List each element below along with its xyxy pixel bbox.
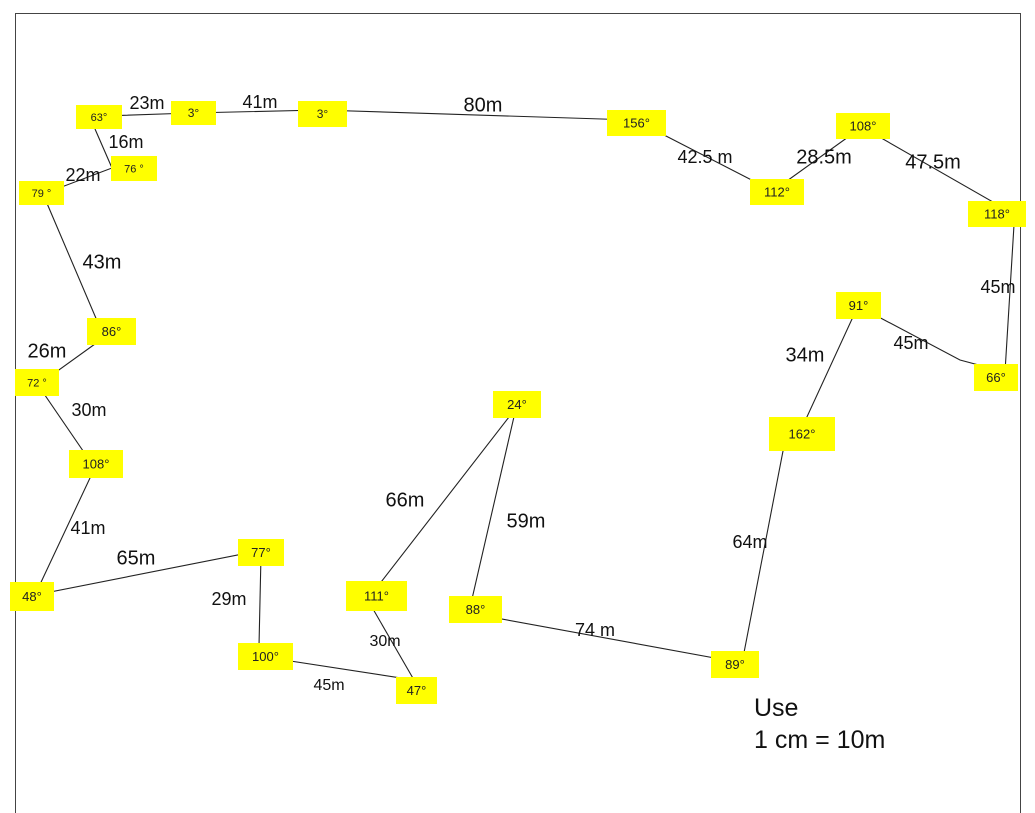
leg-length-label: 41m bbox=[242, 92, 277, 112]
station-angle-label: 111° bbox=[346, 581, 407, 611]
station-angle-text: 89° bbox=[725, 657, 745, 672]
station-box bbox=[15, 369, 59, 396]
station-angle-label: 89° bbox=[711, 651, 759, 678]
station-angle-text: 88° bbox=[466, 602, 486, 617]
station-box bbox=[238, 539, 284, 566]
scale-note-line2: 1 cm = 10m bbox=[754, 726, 886, 754]
station-angle-text: 118° bbox=[984, 206, 1010, 221]
station-angle-label: 100° bbox=[238, 643, 293, 670]
station-box bbox=[449, 596, 502, 623]
station-box bbox=[607, 110, 666, 136]
leg-length-label: 28.5m bbox=[796, 146, 852, 168]
station-angle-label: 108° bbox=[836, 113, 890, 139]
station-angle-text: 108° bbox=[83, 456, 110, 471]
station-angle-text: 24° bbox=[507, 397, 527, 412]
station-angle-label: 3° bbox=[171, 101, 216, 125]
leg-length-label: 47.5m bbox=[905, 151, 961, 173]
leg-length-label: 42.5 m bbox=[677, 147, 732, 167]
leg-length-label: 80m bbox=[464, 94, 503, 116]
station-angle-text: 111° bbox=[364, 588, 389, 603]
station-angle-label: 86° bbox=[87, 318, 136, 345]
station-angle-text: 77° bbox=[251, 545, 271, 560]
station-angle-label: 47° bbox=[396, 677, 437, 704]
station-box bbox=[87, 318, 136, 345]
station-angle-label: 118° bbox=[968, 201, 1026, 227]
station-box bbox=[19, 181, 64, 205]
leg-length-label: 45m bbox=[893, 333, 928, 353]
station-box bbox=[711, 651, 759, 678]
leg-length-label: 26m bbox=[28, 340, 67, 362]
leg-length-label: 30m bbox=[71, 400, 106, 420]
station-box bbox=[346, 581, 407, 611]
station-box bbox=[750, 179, 804, 205]
station-angle-label: 77° bbox=[238, 539, 284, 566]
station-angle-text: 47° bbox=[407, 683, 427, 698]
station-angle-text: 3° bbox=[188, 106, 200, 120]
leg-length-label: 74 m bbox=[575, 620, 615, 640]
station-angle-label: 76 ° bbox=[111, 156, 157, 181]
station-angle-text: 66° bbox=[986, 370, 1006, 385]
station-box bbox=[836, 292, 881, 319]
station-angle-label: 24° bbox=[493, 391, 541, 418]
station-angle-label: 66° bbox=[974, 364, 1018, 391]
leg-length-label: 41m bbox=[70, 518, 105, 538]
station-box bbox=[171, 101, 216, 125]
leg-length-label: 30m bbox=[369, 633, 400, 650]
station-angle-label: 112° bbox=[750, 179, 804, 205]
station-box bbox=[69, 450, 123, 478]
station-angle-text: 48° bbox=[22, 589, 42, 604]
station-box bbox=[111, 156, 157, 181]
station-angle-text: 100° bbox=[252, 649, 279, 664]
scale-note-line1: Use bbox=[754, 694, 799, 722]
traverse-line bbox=[34, 109, 1015, 681]
station-angle-text: 63° bbox=[91, 112, 108, 124]
diagram-frame bbox=[15, 13, 1021, 813]
station-angle-label: 63° bbox=[76, 105, 122, 129]
station-box bbox=[76, 105, 122, 129]
station-box bbox=[298, 101, 347, 127]
station-angle-label: 88° bbox=[449, 596, 502, 623]
leg-length-label: 66m bbox=[386, 489, 425, 511]
station-angle-label: 162° bbox=[769, 417, 835, 451]
leg-length-label: 22m bbox=[65, 165, 100, 185]
station-angle-text: 112° bbox=[764, 184, 790, 199]
traverse-diagram: 23m 41m 80m 42.5 m 28.5m 47.5m 45m 45m 34m 64m 74 … bbox=[10, 92, 1026, 704]
station-box bbox=[974, 364, 1018, 391]
station-angle-text: 91° bbox=[849, 298, 869, 313]
station-box bbox=[10, 582, 54, 611]
station-box bbox=[396, 677, 437, 704]
station-angle-label: 91° bbox=[836, 292, 881, 319]
leg-length-label: 65m bbox=[117, 547, 156, 569]
leg-length-label: 16m bbox=[108, 132, 143, 152]
station-angle-label: 156° bbox=[607, 110, 666, 136]
station-angle-text: 3° bbox=[317, 107, 329, 121]
station-angle-text: 108° bbox=[850, 118, 877, 133]
station-angle-text: 156° bbox=[623, 115, 650, 130]
leg-length-label: 43m bbox=[83, 251, 122, 273]
leg-length-label: 23m bbox=[129, 93, 164, 113]
station-angle-text: 86° bbox=[102, 324, 122, 339]
station-angle-label: 108° bbox=[69, 450, 123, 478]
leg-length-label: 45m bbox=[980, 277, 1015, 297]
leg-length-label: 34m bbox=[786, 344, 825, 366]
leg-length-label: 59m bbox=[507, 510, 546, 532]
station-angle-text: 79 ° bbox=[32, 188, 52, 200]
station-angle-label: 3° bbox=[298, 101, 347, 127]
scale-note: Use 1 cm = 10m bbox=[754, 692, 885, 756]
station-angle-text: 76 ° bbox=[124, 163, 144, 175]
leg-length-label: 29m bbox=[211, 589, 246, 609]
station-box bbox=[493, 391, 541, 418]
leg-length-label: 64m bbox=[732, 532, 767, 552]
station-angle-label: 72 ° bbox=[15, 369, 59, 396]
leg-length-label: 45m bbox=[313, 677, 344, 694]
station-box bbox=[968, 201, 1026, 227]
station-box bbox=[238, 643, 293, 670]
station-angle-text: 72 ° bbox=[27, 377, 47, 389]
station-angle-text: 162° bbox=[789, 426, 816, 441]
station-angle-label: 79 ° bbox=[19, 181, 64, 205]
station-angle-label: 48° bbox=[10, 582, 54, 611]
station-box bbox=[836, 113, 890, 139]
station-box bbox=[769, 417, 835, 451]
